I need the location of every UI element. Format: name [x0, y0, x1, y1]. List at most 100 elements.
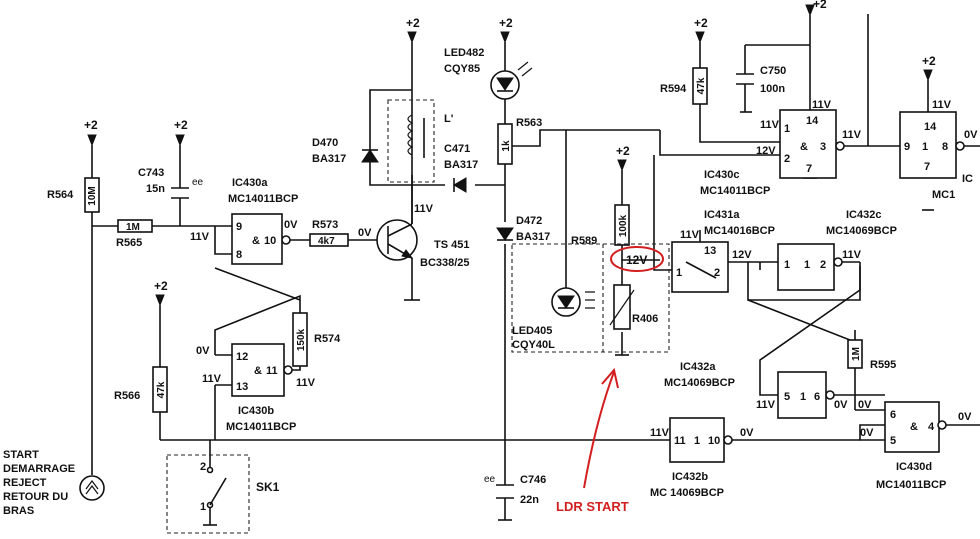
supply-label-r566: +2 [154, 279, 168, 293]
supply-label-led482: +2 [499, 16, 513, 30]
r563-ref: R563 [516, 117, 542, 129]
gate-ic430c: 1 2 14 7 & 3 IC430c MC14011BCP [700, 109, 845, 197]
d470-part: BA317 [312, 153, 346, 165]
d472-ref: D472 [516, 215, 542, 227]
svg-text:11V: 11V [680, 229, 700, 241]
svg-text:2: 2 [200, 461, 206, 473]
r566-value: 47k [156, 381, 167, 398]
ic430a-ref: IC430a [232, 177, 268, 189]
annotation-label: LDR START [556, 499, 629, 514]
svg-text:11V: 11V [202, 373, 222, 385]
svg-text:1: 1 [804, 259, 810, 271]
switch-label-line2: DEMARRAGE [3, 463, 75, 475]
svg-text:11V: 11V [842, 129, 862, 141]
c750-value: 100n [760, 83, 785, 95]
svg-text:&: & [910, 421, 918, 433]
r595-ref: R595 [870, 359, 896, 371]
supply-label-coil: +2 [406, 16, 420, 30]
r565-value: 1M [126, 222, 140, 233]
ic430d-ref: IC430d [896, 461, 932, 473]
transistor-ts451: TS 451 BC338/25 [376, 219, 470, 269]
c471-part: BA317 [444, 159, 478, 171]
svg-text:10: 10 [708, 435, 720, 447]
svg-text:13: 13 [236, 381, 248, 393]
svg-text:12: 12 [236, 351, 248, 363]
svg-text:0V: 0V [284, 219, 298, 231]
svg-text:2: 2 [784, 153, 790, 165]
svg-text:&: & [252, 235, 260, 247]
switch-label-line3: REJECT [3, 477, 47, 489]
svg-text:11V: 11V [296, 377, 316, 389]
resistor-r594 [692, 67, 708, 105]
ic431a-ref: IC431a [704, 209, 740, 221]
ic430b-ref: IC430b [238, 405, 274, 417]
c750-ref: C750 [760, 65, 786, 77]
ic432b-part: MC 14069BCP [650, 487, 724, 499]
coil-box [387, 99, 435, 183]
gate-ic430d: 6 5 & 4 IC430d MC14011BCP [876, 401, 947, 491]
ic-right-part: MC1 [932, 189, 955, 201]
svg-text:4: 4 [928, 421, 935, 433]
c746-value: 22n [520, 494, 539, 506]
svg-text:13: 13 [704, 245, 716, 257]
svg-text:0V: 0V [196, 345, 210, 357]
supply-label-r594: +2 [694, 16, 708, 30]
l-ref: L' [444, 113, 454, 125]
svg-text:11V: 11V [414, 203, 434, 215]
resistor-r563 [497, 123, 513, 165]
c743-polarity: ee [192, 177, 204, 188]
svg-text:0V: 0V [860, 427, 874, 439]
r589-ref: R589 [571, 235, 597, 247]
ic430a-part: MC14011BCP [228, 193, 298, 205]
ic431a-part: MC14016BCP [704, 225, 775, 237]
svg-text:11V: 11V [760, 119, 780, 131]
svg-text:14: 14 [924, 121, 937, 133]
resistor-r595 [847, 339, 863, 369]
ldr-voltage-value: 12V [626, 253, 647, 267]
r594-value: 47k [696, 77, 707, 94]
svg-text:1: 1 [784, 123, 790, 135]
optocoupler-box [511, 243, 670, 353]
inverter-ic432c: 1 1 2 IC432c MC14069BCP [777, 209, 897, 291]
ic432a-ref: IC432a [680, 361, 716, 373]
svg-text:0V: 0V [358, 227, 372, 239]
resistors: 10M R564 1M R565 4k7 R573 1k R563 100k R… [47, 67, 896, 413]
svg-text:14: 14 [806, 115, 819, 127]
gate-ic430a: 9 8 & 10 IC430a MC14011BCP [228, 177, 298, 265]
r573-ref: R573 [312, 219, 338, 231]
svg-text:2: 2 [820, 259, 826, 271]
svg-text:5: 5 [784, 391, 790, 403]
svg-text:8: 8 [942, 141, 948, 153]
coil-group: L' D470 BA317 C471 BA317 D472 BA317 [312, 99, 550, 243]
svg-text:8: 8 [236, 249, 242, 261]
switch-label-line5: BRAS [3, 505, 34, 517]
d470-ref: D470 [312, 137, 338, 149]
resistor-r565 [117, 219, 153, 233]
r574-ref: R574 [314, 333, 341, 345]
ic430b-part: MC14011BCP [226, 421, 296, 433]
svg-text:0V: 0V [740, 427, 754, 439]
svg-text:11V: 11V [812, 99, 832, 111]
ic430c-part: MC14011BCP [700, 185, 770, 197]
svg-text:10: 10 [264, 235, 276, 247]
d472-part: BA317 [516, 231, 550, 243]
svg-text:1: 1 [922, 141, 928, 153]
c746-polarity: ee [484, 474, 496, 485]
svg-text:0V: 0V [834, 399, 848, 411]
switch-ic431a: 1 13 2 IC431a MC14016BCP [671, 209, 775, 293]
svg-text:6: 6 [814, 391, 820, 403]
r566-ref: R566 [114, 390, 140, 402]
ic430c-ref: IC430c [704, 169, 739, 181]
ldr-annotation: LDR START [556, 246, 664, 514]
r595-value: 1M [851, 347, 862, 361]
svg-text:0V: 0V [858, 399, 872, 411]
svg-text:3: 3 [820, 141, 826, 153]
ic432b-ref: IC432b [672, 471, 708, 483]
svg-text:9: 9 [236, 221, 242, 233]
svg-text:12V: 12V [756, 145, 776, 157]
led482-part: CQY85 [444, 63, 480, 75]
gate-ic430b: 12 13 & 11 IC430b MC14011BCP [226, 343, 296, 433]
svg-text:1: 1 [694, 435, 700, 447]
svg-text:5: 5 [890, 435, 896, 447]
ic432a-part: MC14069BCP [664, 377, 735, 389]
